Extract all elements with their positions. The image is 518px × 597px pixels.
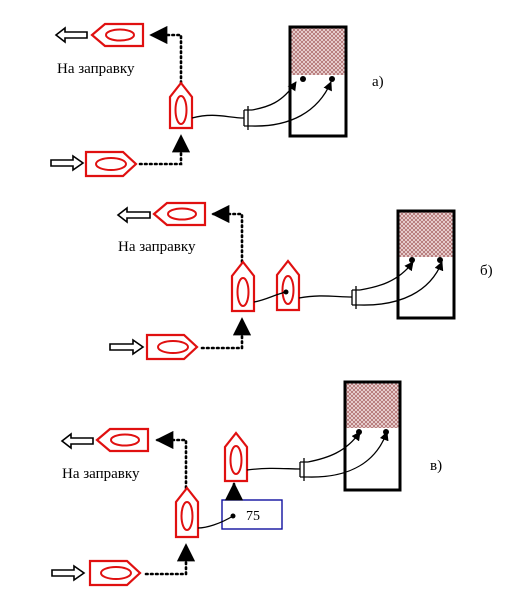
fuel-dispenser [288, 25, 348, 138]
vessel-icon [230, 260, 256, 313]
hollow-arrow-icon [109, 338, 145, 356]
counter-value: 75 [246, 509, 260, 524]
refuel-label: На заправку [62, 466, 140, 482]
vessel-icon [223, 431, 249, 483]
vessel-icon [275, 259, 301, 312]
hollow-arrow-icon [54, 26, 88, 44]
panel-label: б) [480, 263, 493, 279]
refuel-label: На заправку [57, 61, 135, 77]
panel-a: На заправку а) [50, 22, 384, 178]
hollow-arrow-icon [116, 206, 151, 224]
refuel-label: На заправку [118, 239, 196, 255]
vessel-icon [84, 150, 138, 178]
hollow-arrow-icon [51, 564, 86, 582]
vessel-icon [168, 81, 194, 130]
hose-connector [351, 286, 360, 309]
counter-box: 75 [221, 499, 283, 530]
hollow-arrow-icon [60, 432, 94, 450]
vessel-icon [95, 427, 150, 453]
panel-b: На заправку [109, 201, 493, 361]
hose-connector [299, 458, 308, 481]
vessel-icon [90, 22, 145, 48]
vessel-icon [152, 201, 207, 227]
panel-label: а) [372, 74, 384, 90]
fuel-dispenser [343, 380, 402, 492]
vessel-icon [174, 486, 200, 539]
vessel-icon [145, 333, 199, 361]
panel-c: На заправку 75 [51, 380, 442, 587]
hose-connector [243, 106, 252, 130]
fuel-dispenser [396, 209, 456, 320]
vessel-icon [88, 559, 142, 587]
hollow-arrow-icon [50, 154, 85, 172]
panel-label: в) [430, 458, 442, 474]
